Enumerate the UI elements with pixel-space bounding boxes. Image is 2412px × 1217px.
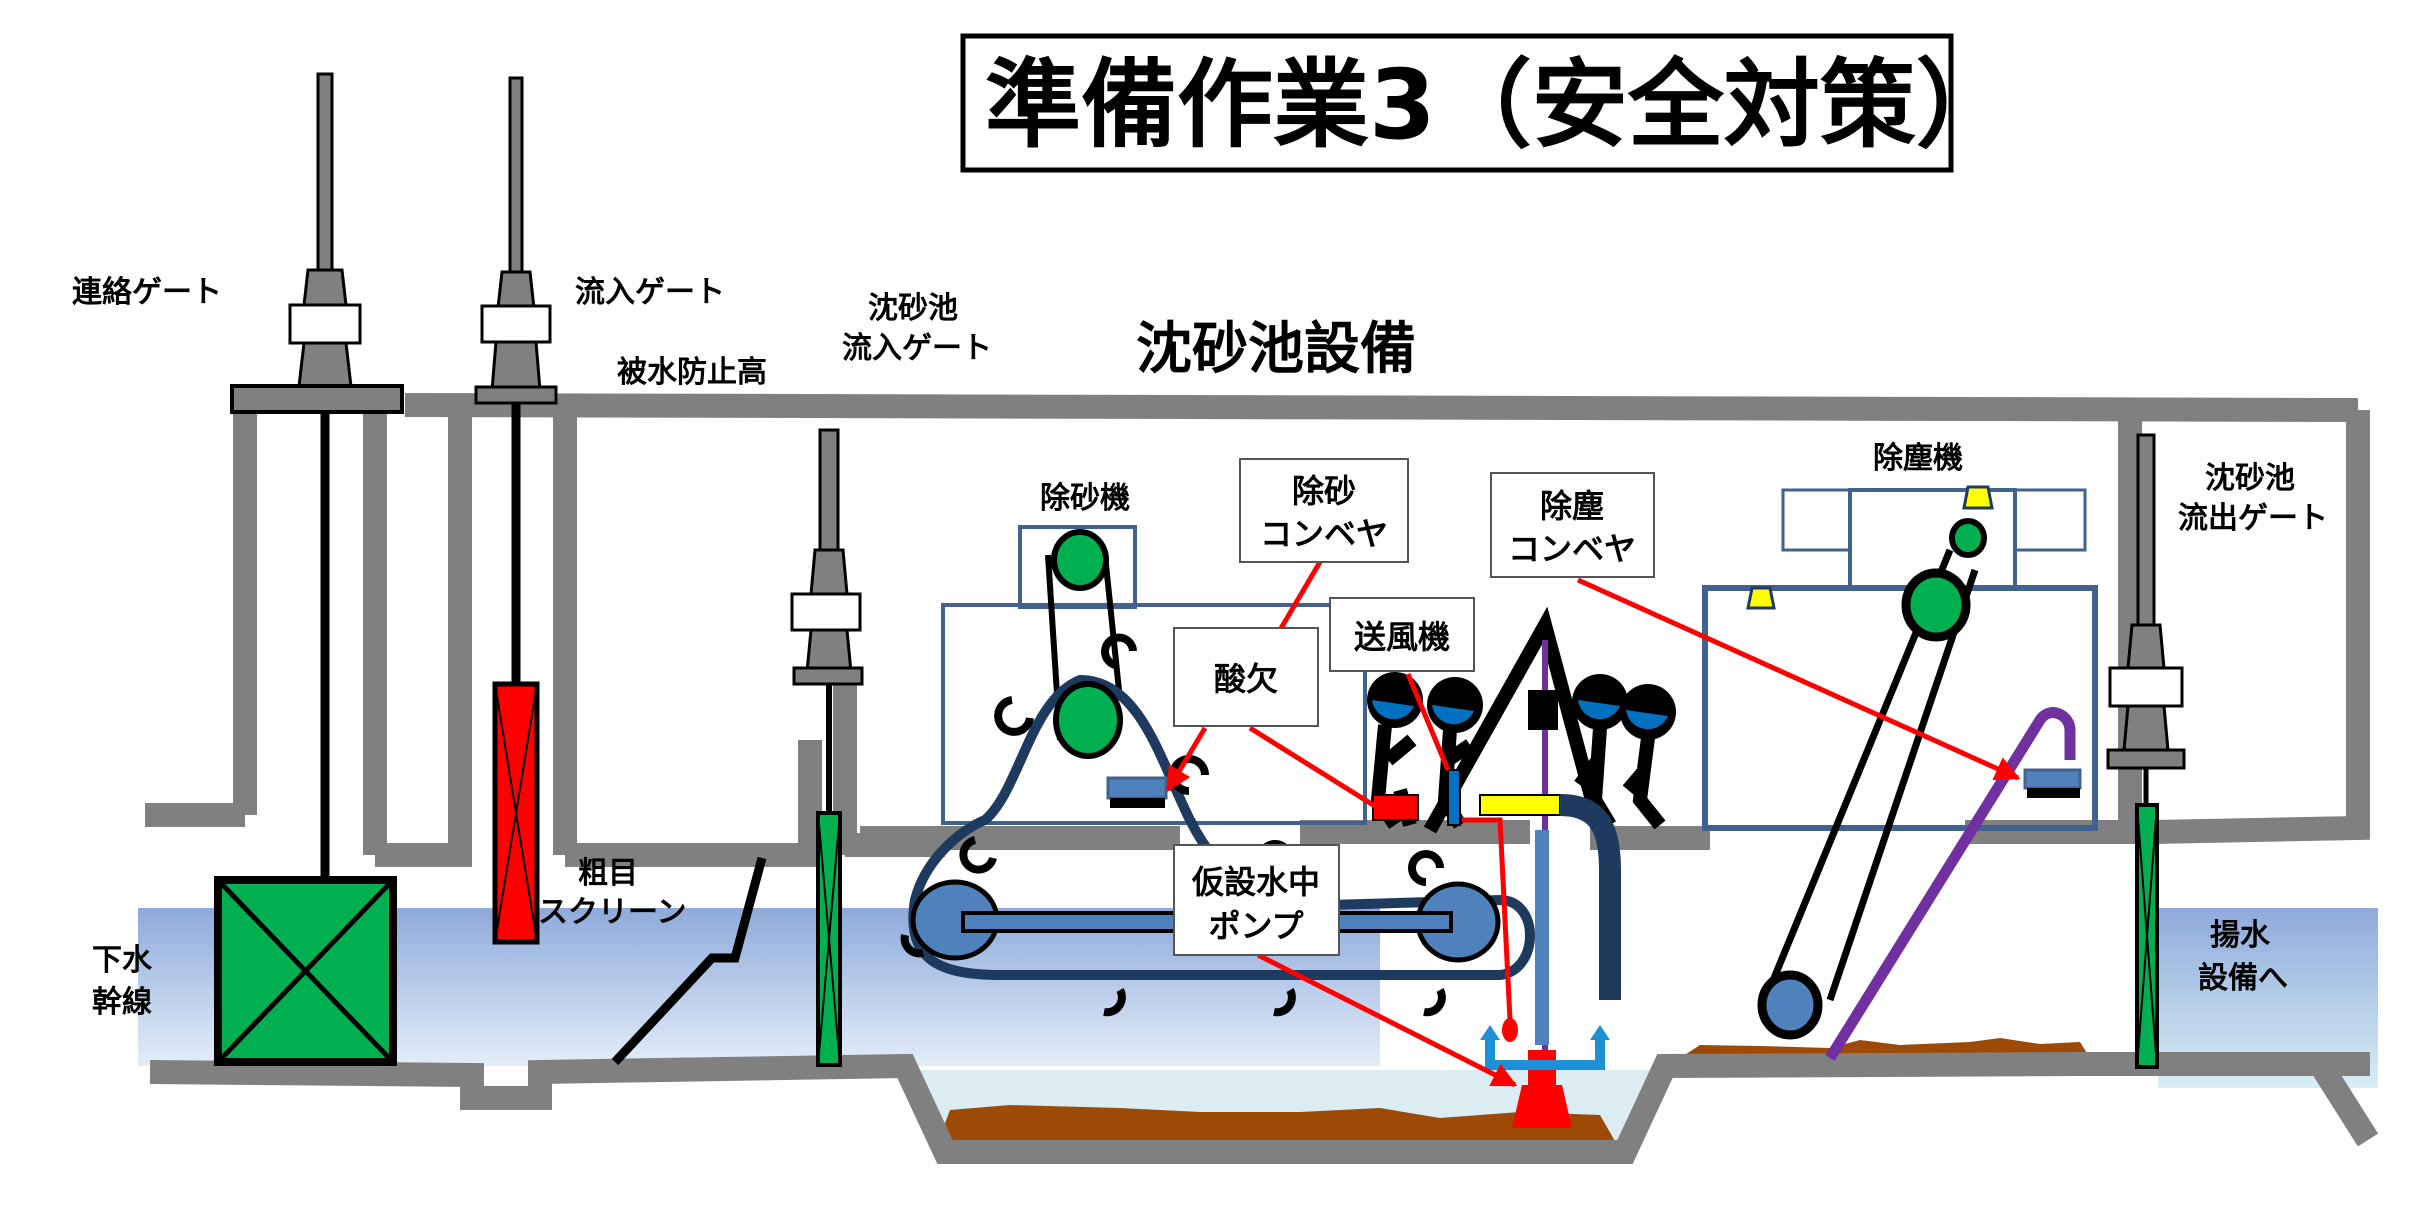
label-gesui-1: 下水 <box>92 943 153 978</box>
worker <box>1572 674 1628 829</box>
callout-sofuki: 送風機 <box>1329 597 1475 672</box>
label-jojinki: 除塵機 <box>1873 441 1963 476</box>
svg-text:ポンプ: ポンプ <box>1208 907 1304 945</box>
blower-unit <box>1372 794 1419 821</box>
callout-arrows <box>1165 560 2021 1088</box>
svg-text:仮設水中: 仮設水中 <box>1191 863 1320 901</box>
label-josaki: 除砂機 <box>1040 481 1130 516</box>
callout-josa-conveyor: 除砂 コンベヤ <box>1239 458 1409 563</box>
structure-walls <box>145 393 2370 1164</box>
label-yosui-1: 揚水 <box>2210 918 2271 953</box>
chinsachi-ryushutsu-gate <box>2106 433 2186 1069</box>
arrow-jojin-conveyor <box>1576 577 2021 781</box>
ryunyu-gate <box>474 76 558 945</box>
callout-kasetsu-pump: 仮設水中 ポンプ <box>1173 844 1340 956</box>
label-gesui-2: 幹線 <box>92 985 152 1020</box>
screen-machine <box>1702 485 2098 1061</box>
svg-text:酸欠: 酸欠 <box>1214 660 1278 698</box>
svg-text:除塵: 除塵 <box>1540 487 1604 525</box>
label-yosui-2: 設備へ <box>2198 961 2288 996</box>
svg-text:除砂: 除砂 <box>1292 472 1356 510</box>
label-chinsachi-ryushutsu-gate-2: 流出ゲート <box>2178 501 2328 536</box>
label-renraku-gate: 連絡ゲート <box>72 275 222 310</box>
coarse-screen <box>611 856 767 1066</box>
label-chinsachi-ryushutsu-gate-1: 沈砂池 <box>2205 461 2295 496</box>
svg-text:送風機: 送風機 <box>1354 618 1450 656</box>
page-title: 準備作業3（安全対策） <box>985 49 2012 161</box>
blower-hose <box>1479 794 1561 816</box>
arrow-kasetsu-pump <box>1256 952 1518 1088</box>
sediment-pit <box>935 1105 1620 1150</box>
svg-text:コンベヤ: コンベヤ <box>1260 515 1388 553</box>
submersible-pump <box>1512 1085 1572 1128</box>
label-hisui-boshi: 被水防止高 <box>617 355 767 390</box>
worker <box>1427 677 1483 829</box>
section-title: 沈砂池設備 <box>1136 317 1416 382</box>
chinsachi-ryunyu-gate <box>790 428 864 1067</box>
label-chinsachi-ryunyu-gate-2: 流入ゲート <box>842 331 992 366</box>
arrow-sanketsu-2 <box>1248 725 1380 811</box>
svg-text:コンベヤ: コンベヤ <box>1508 530 1636 568</box>
label-sosume-1: 粗目 <box>578 856 638 891</box>
callout-jojin-conveyor: 除塵 コンベヤ <box>1490 472 1655 578</box>
arrow-sanketsu-1 <box>1165 726 1208 793</box>
label-ryunyu-gate: 流入ゲート <box>575 275 725 310</box>
renraku-gate <box>214 72 404 1066</box>
callout-sanketsu: 酸欠 <box>1173 627 1319 727</box>
label-sosume-2: スクリーン <box>538 895 687 930</box>
label-chinsachi-ryunyu-gate-1: 沈砂池 <box>868 291 958 326</box>
title-box: 準備作業3（安全対策） <box>960 33 2012 173</box>
arrow-sofuki <box>1405 673 1451 771</box>
arrow-josa-conveyor <box>1277 560 1323 632</box>
worker <box>1620 684 1676 830</box>
